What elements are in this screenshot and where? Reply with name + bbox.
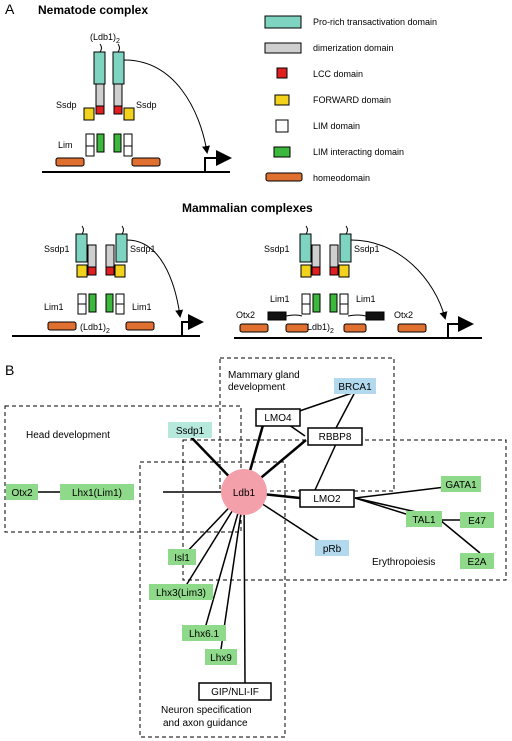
svg-text:Lhx1(Lim1): Lhx1(Lim1): [72, 488, 122, 499]
ssdp1-left-1: Ssdp1: [44, 244, 70, 254]
svg-text:Lhx9: Lhx9: [210, 653, 232, 664]
lim-label: Lim: [58, 140, 73, 150]
region-erythro: Erythropoiesis: [372, 557, 435, 568]
node-lhx61: Lhx6.1: [182, 625, 226, 641]
svg-text:TAL1: TAL1: [412, 515, 436, 526]
lim1-left-2: Lim1: [270, 294, 290, 304]
svg-text:RBBP8: RBBP8: [319, 432, 352, 443]
node-rbbp8: RBBP8: [307, 427, 363, 446]
node-brca1: BRCA1: [334, 378, 376, 394]
legend-lim-interacting: LIM interacting domain: [313, 147, 404, 157]
node-e2a: E2A: [460, 553, 494, 569]
ssdp1-right-1: Ssdp1: [130, 244, 156, 254]
node-gata1: GATA1: [441, 476, 481, 492]
panel-a-label: A: [5, 1, 15, 17]
svg-text:Lhx6.1: Lhx6.1: [189, 629, 219, 640]
svg-text:Ldb1: Ldb1: [233, 488, 256, 499]
region-neuron-line2: and axon guidance: [163, 718, 248, 729]
mammalian-complex-2: Ssdp1 Ssdp1 Lim1 Lim1 Otx2 Otx2 (Ldb1)2: [234, 225, 482, 339]
svg-text:E2A: E2A: [468, 557, 487, 568]
legend: Pro-rich transactivation domain dimeriza…: [264, 15, 437, 183]
region-box-neuron: [139, 461, 286, 738]
legend-pro-rich: Pro-rich transactivation domain: [313, 17, 437, 27]
legend-dimerization: dimerization domain: [313, 43, 394, 53]
node-e47: E47: [460, 512, 494, 528]
otx2-right: Otx2: [394, 310, 413, 320]
svg-text:Ssdp1: Ssdp1: [176, 426, 205, 437]
node-prb: pRb: [315, 540, 349, 556]
node-lhx9: Lhx9: [205, 649, 237, 665]
lim1-left-1: Lim1: [44, 302, 64, 312]
svg-text:BRCA1: BRCA1: [338, 382, 372, 393]
ssdp-right: Ssdp: [136, 100, 157, 110]
ssdp1-left-2: Ssdp1: [264, 244, 290, 254]
nematode-complex: (Ldb1)2 Ssdp Ssdp Lim: [42, 32, 232, 173]
svg-text:pRb: pRb: [323, 544, 342, 555]
panel-b-label: B: [5, 362, 14, 378]
region-box-head: [4, 405, 242, 533]
region-mammary-line1: Mammary gland: [228, 370, 300, 381]
legend-lcc: LCC domain: [313, 69, 363, 79]
ssdp-left: Ssdp: [56, 100, 77, 110]
legend-lim: LIM domain: [313, 121, 360, 131]
svg-text:GIP/NLI-IF: GIP/NLI-IF: [211, 687, 259, 698]
region-mammary-line2: development: [228, 382, 285, 393]
node-isl1: Isl1: [168, 549, 196, 565]
node-lmo2: LMO2: [299, 489, 355, 508]
legend-homeodomain: homeodomain: [313, 173, 370, 183]
node-ssdp1: Ssdp1: [168, 422, 212, 438]
region-neuron-line1: Neuron specification: [161, 705, 252, 716]
node-lhx1: Lhx1(Lim1): [60, 484, 134, 500]
svg-text:Otx2: Otx2: [11, 488, 33, 499]
lim1-right-2: Lim1: [356, 294, 376, 304]
ssdp1-right-2: Ssdp1: [354, 244, 380, 254]
nematode-title: Nematode complex: [38, 3, 148, 17]
node-otx2: Otx2: [6, 484, 38, 500]
svg-text:Isl1: Isl1: [174, 553, 190, 564]
node-lhx3: Lhx3(Lim3): [149, 584, 213, 600]
svg-text:LMO4: LMO4: [264, 413, 292, 424]
mammalian-complex-1: Ssdp1 Ssdp1 Lim1 Lim1 (Ldb1)2: [12, 225, 204, 337]
ldb1-dimer-label: (Ldb1)2: [90, 32, 120, 45]
ldb1-dimer-label-2: (Ldb1)2: [304, 322, 334, 335]
ldb1-dimer-label-1: (Ldb1)2: [80, 322, 110, 335]
region-head: Head development: [26, 430, 110, 441]
node-tal1: TAL1: [406, 511, 442, 527]
svg-text:GATA1: GATA1: [445, 480, 477, 491]
svg-text:Lhx3(Lim3): Lhx3(Lim3): [156, 588, 206, 599]
node-ldb1: Ldb1: [221, 469, 267, 515]
svg-text:LMO2: LMO2: [313, 494, 341, 505]
otx2-left: Otx2: [236, 310, 255, 320]
legend-forward: FORWARD domain: [313, 95, 391, 105]
node-lmo4: LMO4: [255, 408, 301, 427]
svg-text:E47: E47: [468, 516, 486, 527]
mammalian-title: Mammalian complexes: [182, 201, 313, 215]
lim1-right-1: Lim1: [132, 302, 152, 312]
node-gip: GIP/NLI-IF: [198, 682, 272, 701]
